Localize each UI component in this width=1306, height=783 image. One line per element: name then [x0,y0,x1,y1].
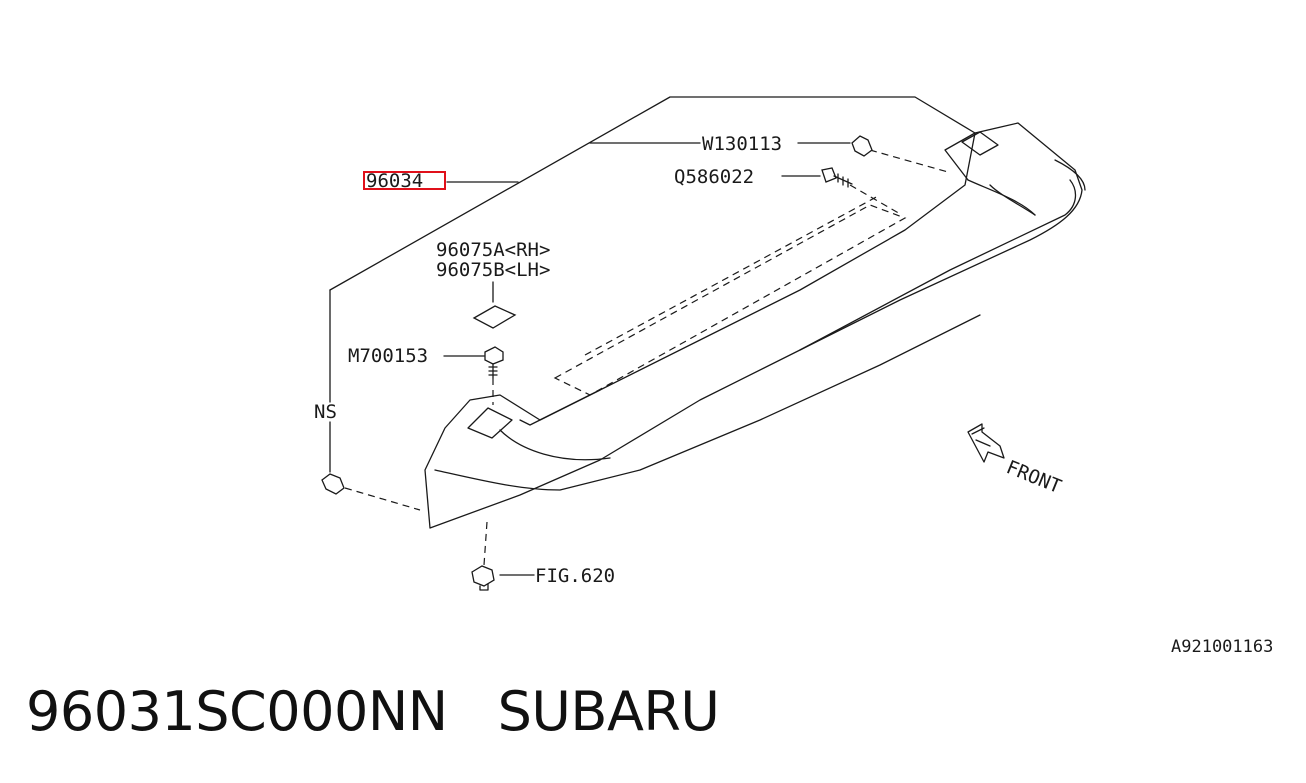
brand-name: SUBARU [497,680,720,743]
footer-title: 96031SC000NN SUBARU [26,680,720,743]
callout-ns: NS [314,401,337,423]
callout-96075a[interactable]: 96075A<RH> [436,239,550,261]
screw-q586022-icon [821,167,853,188]
clip-w130113-icon [851,135,873,157]
drawing-id: A921001163 [1171,637,1273,657]
callout-w130113[interactable]: W130113 [702,133,782,155]
part-number: 96031SC000NN [26,680,448,743]
pad-96075-icon [472,305,517,329]
front-direction-arrow: FRONT [967,423,1064,498]
callout-q586022[interactable]: Q586022 [674,166,754,188]
callout-m700153[interactable]: M700153 [348,345,428,367]
bolt-m700153-icon [484,346,504,379]
rear-spoiler-body [329,96,1086,529]
front-label: FRONT [1003,456,1064,498]
clip-ns-icon [321,473,345,495]
highlight-box [363,171,446,190]
clip-fig620-icon [471,565,495,591]
callout-96075b[interactable]: 96075B<LH> [436,259,550,281]
callout-96034[interactable]: 96034 [366,170,423,192]
leader-lines [329,142,949,576]
callout-fig620[interactable]: FIG.620 [535,565,615,587]
